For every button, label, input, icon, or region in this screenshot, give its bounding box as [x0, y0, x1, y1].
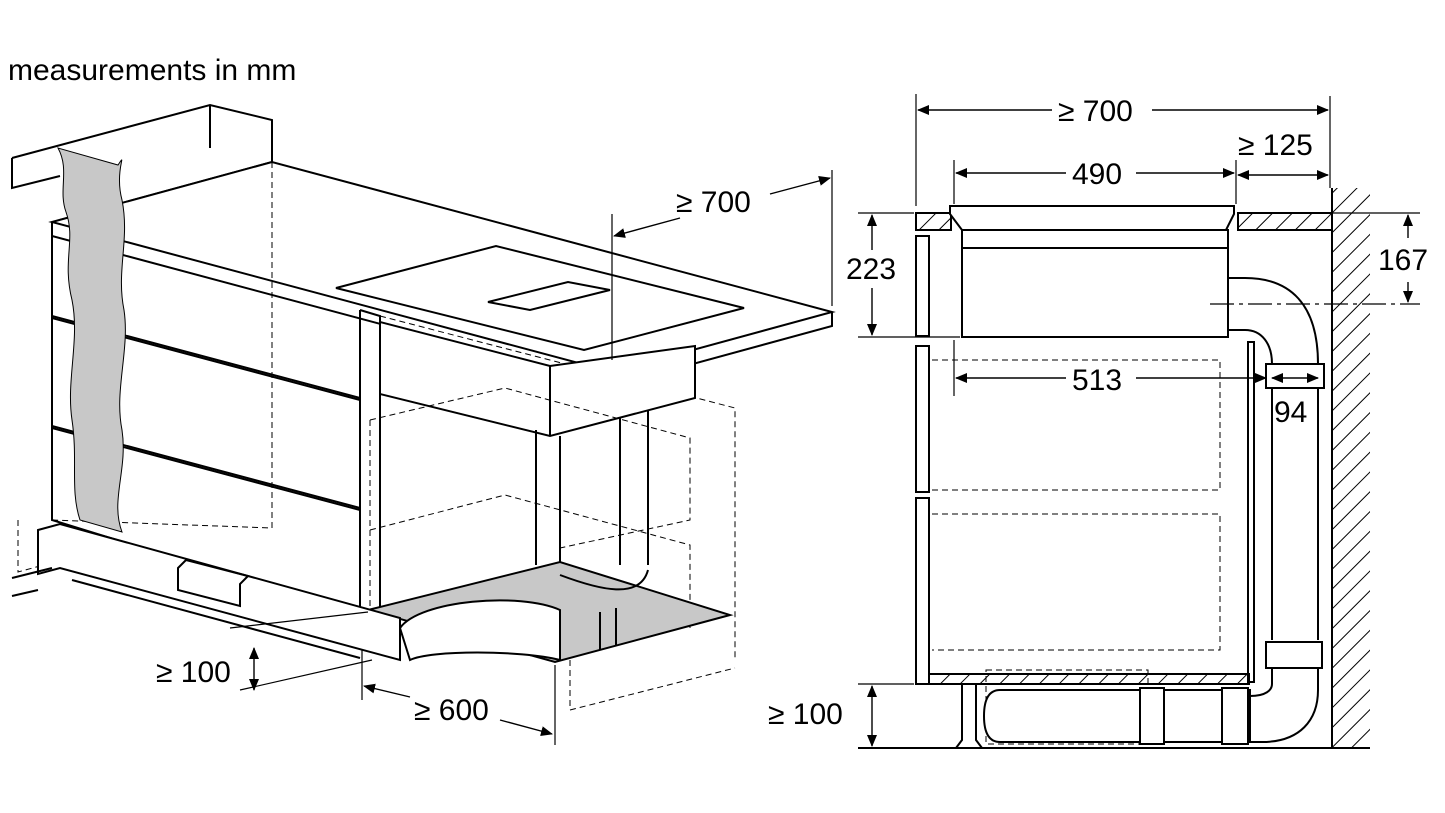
dim-plinth-height-label: ≥ 100	[768, 698, 843, 731]
duct-elbow-bottom	[1248, 668, 1319, 743]
duct-connector	[177, 558, 250, 608]
dim-depth-label: ≥ 700	[676, 186, 751, 219]
cabinet-foot	[955, 684, 983, 749]
section-view: ≥ 700 490 ≥ 125 223 167 513 94 ≥ 100	[768, 94, 1428, 749]
plinth-duct-connector-2	[1221, 687, 1249, 745]
dim-cabinet-width-label: ≥ 600	[414, 694, 489, 727]
duct-vertical-2	[619, 410, 649, 565]
extractor-box	[961, 229, 1229, 338]
duct-back-outer	[1228, 277, 1319, 640]
dim-total-depth-label: ≥ 700	[1058, 95, 1133, 128]
dim-bottom-gap-label: ≥ 100	[156, 656, 231, 689]
front-panel-2	[915, 345, 930, 493]
plinth-duct	[37, 522, 401, 662]
duct-elbow	[398, 599, 561, 662]
dim-inner-depth-label: 513	[1072, 364, 1122, 397]
duct-clip	[1265, 363, 1325, 389]
dim-unit-height-label: 223	[846, 253, 896, 286]
front-panel-1	[915, 235, 930, 337]
plinth-duct-section	[982, 689, 1251, 743]
countertop-back	[1237, 212, 1333, 231]
title: measurements in mm	[8, 54, 296, 87]
duct-vertical-1	[535, 430, 561, 565]
dim-duct-offset-label: 167	[1378, 244, 1428, 277]
dim-wall-gap-label: ≥ 125	[1238, 129, 1313, 162]
wall-hatch	[1332, 188, 1370, 748]
hob-glass	[335, 244, 745, 352]
cabinet-back-panel	[1247, 341, 1255, 683]
isometric-view: ≥ 700 ≥ 100 ≥ 600	[11, 103, 836, 745]
section-cut-shading	[56, 147, 126, 533]
front-panel-3	[915, 497, 930, 685]
duct-sleeve	[1265, 641, 1323, 669]
hob-section	[949, 205, 1235, 231]
plinth-duct-connector	[1139, 687, 1165, 745]
dim-duct-width-label: 94	[1274, 396, 1307, 429]
cabinet-bottom	[928, 673, 1250, 685]
countertop-front	[915, 212, 952, 231]
dim-hob-depth-label: 490	[1072, 158, 1122, 191]
wall-edge	[11, 158, 61, 190]
hob-vent-slot	[487, 280, 611, 312]
